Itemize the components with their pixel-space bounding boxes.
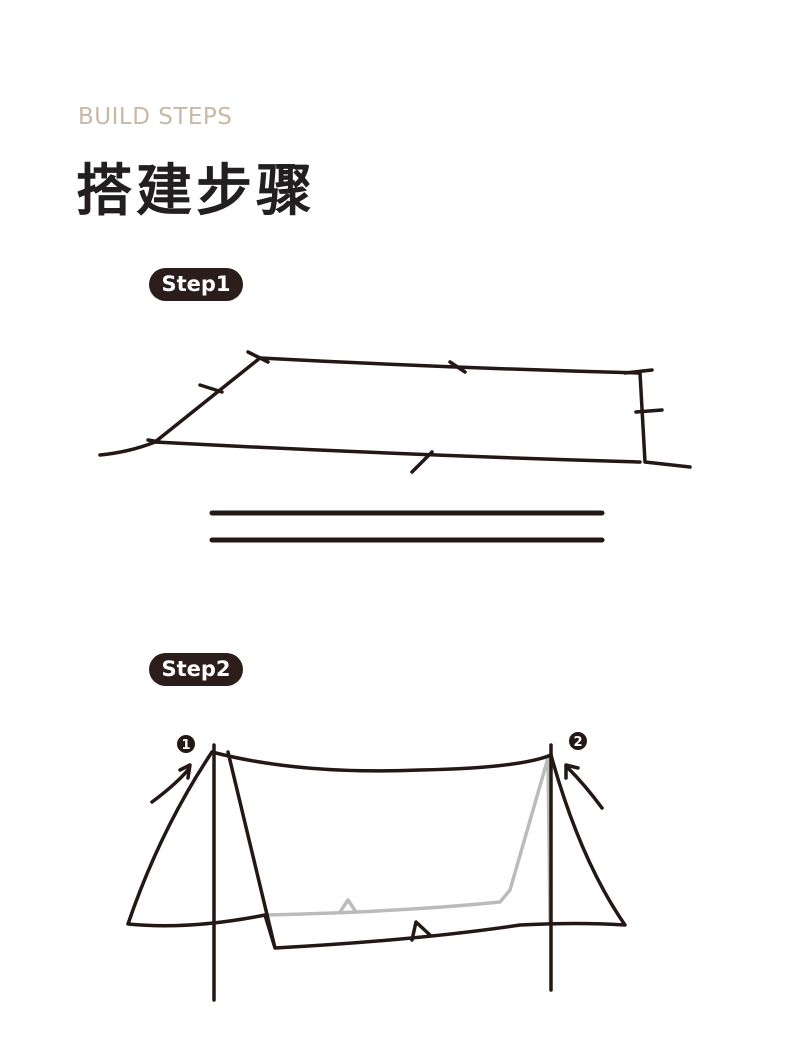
step1-badge: Step1: [149, 268, 243, 301]
tie-knots: [146, 350, 664, 474]
step2-badge: Step2: [149, 653, 243, 686]
marker-2-label: 2: [573, 735, 582, 750]
front-tarp: [126, 750, 627, 950]
page-title: 搭建步骤: [76, 159, 316, 224]
marker-1: [177, 735, 195, 753]
tarp-outline: [98, 356, 692, 469]
back-tarp-edge: [263, 756, 552, 924]
ridge-line: [210, 750, 553, 773]
arrow-1: [150, 763, 192, 804]
marker-1-label: 1: [181, 738, 190, 753]
marker-2: [569, 732, 587, 750]
arrow-2: [564, 763, 604, 810]
section-subtitle: BUILD STEPS: [78, 104, 233, 130]
